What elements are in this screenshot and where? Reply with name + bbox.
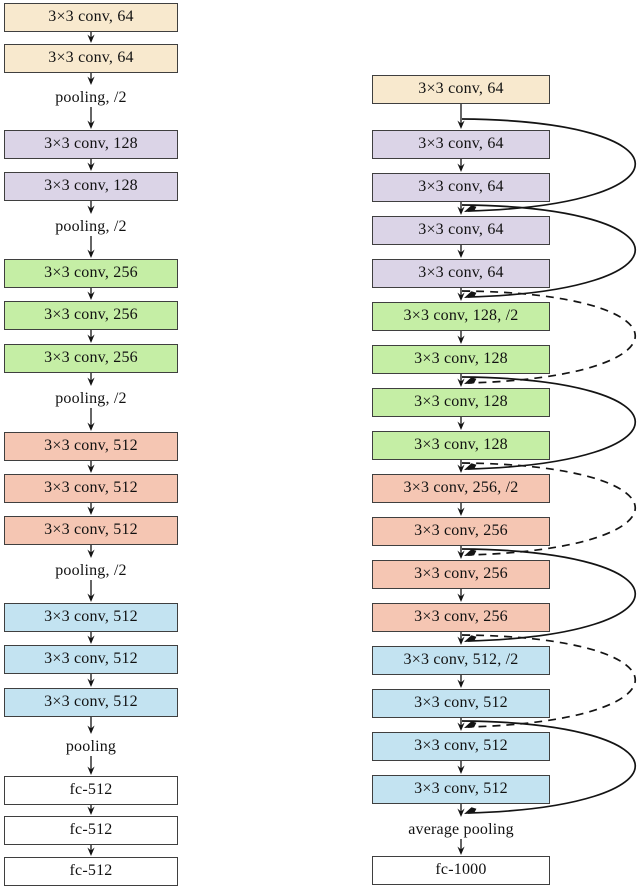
arrowhead	[87, 162, 95, 171]
skip-arrowhead	[464, 463, 477, 470]
fc-layer-box: fc-512	[4, 776, 178, 805]
arrowhead	[87, 76, 95, 85]
conv-layer-box: 3×3 conv, 64	[4, 44, 178, 73]
skip-connection-solid	[461, 118, 637, 212]
arrowhead	[87, 120, 95, 129]
skip-connection-solid	[461, 376, 637, 470]
conv-layer-box: 3×3 conv, 256, /2	[372, 474, 550, 503]
arrowhead	[457, 421, 465, 430]
arrowhead	[457, 163, 465, 172]
arrowhead	[457, 846, 465, 855]
conv-layer-box: 3×3 conv, 512	[4, 645, 178, 674]
arrowhead	[87, 34, 95, 43]
conv-layer-box: 3×3 conv, 256	[372, 603, 550, 632]
conv-layer-box: 3×3 conv, 128	[4, 172, 178, 201]
skip-arrowhead	[464, 807, 477, 814]
fc-layer-box: fc-512	[4, 857, 178, 886]
arrowhead	[457, 249, 465, 258]
skip-connection-solid	[461, 204, 637, 298]
conv-layer-box: 3×3 conv, 256	[372, 560, 550, 589]
skip-connection-dashed	[461, 634, 637, 728]
conv-layer-box: 3×3 conv, 512	[4, 432, 178, 461]
skip-connection-solid	[461, 548, 637, 642]
arrowhead	[87, 464, 95, 473]
arrowhead	[87, 205, 95, 214]
conv-layer-box: 3×3 conv, 256	[4, 344, 178, 373]
skip-arrowhead	[464, 635, 477, 642]
conv-layer-box: 3×3 conv, 512	[372, 732, 550, 761]
arrowhead	[457, 292, 465, 301]
arrowhead	[457, 636, 465, 645]
arrowhead	[87, 766, 95, 775]
conv-layer-box: 3×3 conv, 256	[4, 301, 178, 330]
arrowhead	[87, 847, 95, 856]
conv-layer-box: 3×3 conv, 512	[4, 603, 178, 632]
conv-layer-box: 3×3 conv, 512	[4, 516, 178, 545]
skip-arrowhead	[464, 377, 477, 384]
conv-layer-box: 3×3 conv, 64	[4, 3, 178, 32]
conv-layer-box: 3×3 conv, 256	[4, 259, 178, 288]
conv-layer-box: 3×3 conv, 512, /2	[372, 646, 550, 675]
pooling-label: pooling	[65, 738, 117, 755]
conv-layer-box: 3×3 conv, 64	[372, 173, 550, 202]
arrowhead	[457, 335, 465, 344]
conv-layer-box: 3×3 conv, 512	[372, 775, 550, 804]
skip-connection-dashed	[461, 290, 637, 384]
conv-layer-box: 3×3 conv, 64	[372, 216, 550, 245]
arrowhead	[457, 507, 465, 516]
arrowhead	[457, 679, 465, 688]
conv-layer-box: 3×3 conv, 128	[372, 388, 550, 417]
arrowhead	[87, 593, 95, 602]
pooling-label: pooling, /2	[55, 562, 127, 579]
arrowhead	[457, 593, 465, 602]
arrowhead	[457, 722, 465, 731]
conv-layer-box: 3×3 conv, 128	[4, 130, 178, 159]
arrowhead	[87, 249, 95, 258]
arrowhead	[87, 334, 95, 343]
skip-arrowhead	[464, 291, 477, 298]
conv-layer-box: 3×3 conv, 256	[372, 517, 550, 546]
conv-layer-box: 3×3 conv, 64	[372, 259, 550, 288]
conv-layer-box: 3×3 conv, 128, /2	[372, 302, 550, 331]
conv-layer-box: 3×3 conv, 128	[372, 431, 550, 460]
pooling-label: average pooling	[408, 821, 514, 838]
arrowhead	[87, 377, 95, 386]
arrowhead	[457, 206, 465, 215]
arrowhead	[457, 765, 465, 774]
arrowhead	[457, 378, 465, 387]
arrowhead	[87, 291, 95, 300]
arrowhead	[87, 725, 95, 734]
skip-arrowhead	[464, 205, 477, 212]
conv-layer-box: 3×3 conv, 512	[4, 474, 178, 503]
pooling-label: pooling, /2	[55, 218, 127, 235]
conv-layer-box: 3×3 conv, 128	[372, 345, 550, 374]
arrowhead	[87, 549, 95, 558]
arrowhead	[457, 120, 465, 129]
arrowhead	[457, 808, 465, 817]
conv-layer-box: 3×3 conv, 64	[372, 130, 550, 159]
skip-arrowhead	[464, 549, 477, 556]
arrowhead	[87, 422, 95, 431]
arrowhead	[87, 506, 95, 515]
skip-arrowhead	[464, 721, 477, 728]
conv-layer-box: 3×3 conv, 512	[372, 689, 550, 718]
pooling-label: pooling, /2	[55, 89, 127, 106]
arrowhead	[87, 635, 95, 644]
skip-connection-solid	[461, 720, 637, 814]
conv-layer-box: 3×3 conv, 64	[372, 75, 550, 104]
conv-layer-box: 3×3 conv, 512	[4, 688, 178, 717]
pooling-label: pooling, /2	[55, 390, 127, 407]
skip-connection-dashed	[461, 462, 637, 556]
fc-layer-box: fc-1000	[372, 856, 550, 885]
fc-layer-box: fc-512	[4, 816, 178, 845]
arrowhead	[87, 806, 95, 815]
arrowhead	[457, 464, 465, 473]
arrowhead	[457, 550, 465, 559]
arrowhead	[87, 678, 95, 687]
